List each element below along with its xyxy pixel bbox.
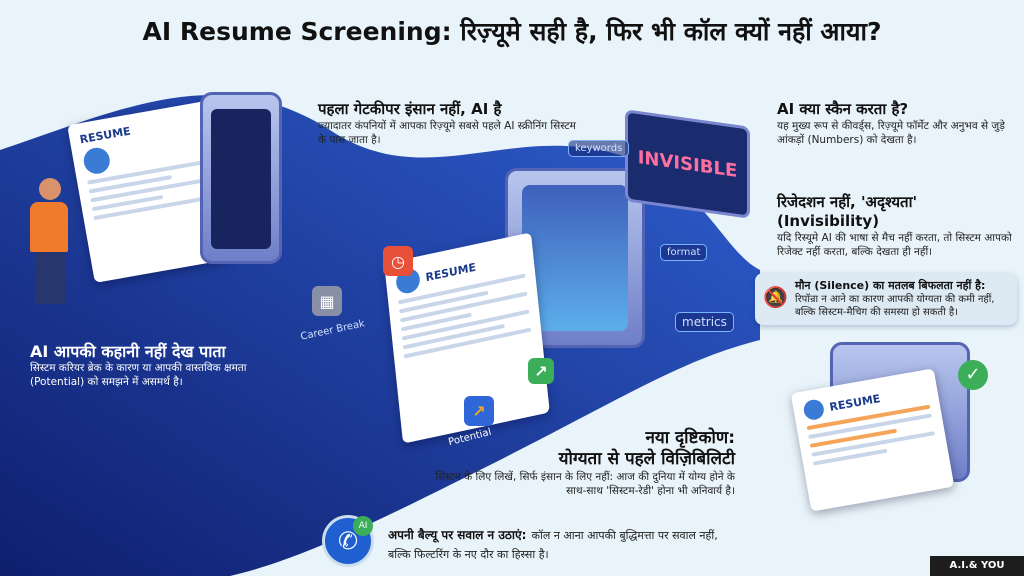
metrics-label: metrics xyxy=(675,312,734,332)
resume-document-right: RESUME xyxy=(790,368,955,512)
story-body: सिस्टम करियर ब्रेक के कारण या आपकी वास्त… xyxy=(30,362,247,388)
ai-chat-badge: AI xyxy=(353,516,373,536)
resume-title: RESUME xyxy=(828,391,882,414)
scan-body: यह मुख्य रूप से कीवर्ड्स, रिज़्यूमे फॉर्… xyxy=(777,120,1005,146)
resume-title: RESUME xyxy=(424,260,477,284)
scan-heading: AI क्या स्कैन करता है? xyxy=(777,100,909,118)
value-heading: अपनी बैल्यू पर सवाल न उठाएं: xyxy=(388,528,527,542)
invisible-screen: INVISIBLE xyxy=(625,109,750,219)
invisibility-heading: रिजेदशन नहीं, 'अदृश्यता' (Invisibility) xyxy=(777,193,918,230)
invisibility-section: रिजेदशन नहीं, 'अदृश्यता' (Invisibility) … xyxy=(777,193,1022,259)
new-view-heading-1: नया दृष्टिकोण: xyxy=(645,428,735,448)
new-view-section: नया दृष्टिकोण: योग्यता से पहले विज़िबिलि… xyxy=(420,428,735,498)
invisible-label: INVISIBLE xyxy=(637,146,738,182)
gatekeeper-heading: पहला गेटकीपर इंसान नहीं, AI है xyxy=(318,100,502,118)
new-view-heading-2: योग्यता से पहले विज़िबिलिटी xyxy=(558,449,735,469)
person-illustration xyxy=(30,178,70,308)
silence-card: 🔕 मौन (Silence) का मतलब बिफलता नहीं है: … xyxy=(755,273,1017,325)
scanner-machine-left xyxy=(200,92,282,264)
brand-logo: A.I.& YOU xyxy=(930,556,1024,576)
calendar-icon: ▦ xyxy=(312,286,342,316)
new-view-body: सिस्टम के लिए लिखें, सिर्फ इंसान के लिए … xyxy=(435,471,735,497)
value-body: कॉल न आना आपकी बुद्धिमत्ता पर सवाल नहीं,… xyxy=(388,529,718,561)
invisibility-body: यदि रिस्यूमे AI की भाषा से मैच नहीं करता… xyxy=(777,232,1012,258)
keywords-label: keywords xyxy=(568,140,630,157)
story-heading: AI आपकी कहानी नहीं देख पाता xyxy=(30,342,226,361)
checkmark-icon: ✓ xyxy=(958,360,988,390)
potential-chart-icon: ↗ xyxy=(464,396,494,426)
ai-label: AI xyxy=(536,398,546,409)
story-section: AI आपकी कहानी नहीं देख पाता सिस्टम करियर… xyxy=(30,342,280,389)
phone-icon: ✆ AI xyxy=(322,515,374,567)
page-title: AI Resume Screening: रिज़्यूमे सही है, फ… xyxy=(142,17,882,46)
silence-heading: मौन (Silence) का मतलब बिफलता नहीं है: xyxy=(795,279,986,292)
growth-chart-icon: ↗ xyxy=(528,358,554,384)
muted-bell-icon: 🔕 xyxy=(763,285,788,309)
gatekeeper-section: पहला गेटकीपर इंसान नहीं, AI है ज्यादातर … xyxy=(318,100,578,147)
value-section: अपनी बैल्यू पर सवाल न उठाएं: कॉल न आना आ… xyxy=(388,524,718,562)
gatekeeper-body: ज्यादातर कंपनियों में आपका रिज़्यूमे सबस… xyxy=(318,120,576,146)
scan-section: AI क्या स्कैन करता है? यह मुख्य रूप से क… xyxy=(777,100,1017,147)
silence-body: रिपॉन्रा न आने का कारण आपकी योग्यता की क… xyxy=(795,294,995,318)
clock-icon: ◷ xyxy=(383,246,413,276)
format-label: format xyxy=(660,244,708,261)
